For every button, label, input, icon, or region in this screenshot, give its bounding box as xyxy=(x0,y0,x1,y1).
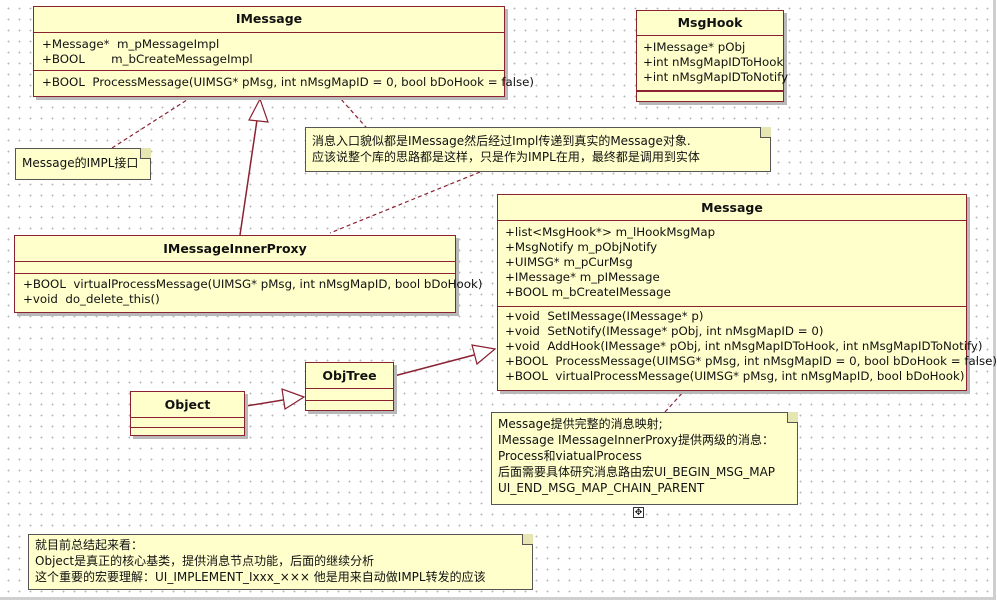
class-name: ObjTree xyxy=(306,363,393,389)
attribute: +list<MsgHook*> m_lHookMsgMap xyxy=(505,225,716,239)
operations-section xyxy=(131,428,244,435)
operation: +void do_delete_this() xyxy=(23,292,160,306)
attribute: +IMessage* pObj xyxy=(643,40,746,54)
impl-note-anchor xyxy=(111,97,191,149)
inheritance-arrowhead xyxy=(471,344,497,366)
class-name: Object xyxy=(131,392,244,418)
note-text: 后面需要具体研究消息路由宏UI_BEGIN_MSG_MAP xyxy=(498,465,776,479)
inheritance-objtree-message xyxy=(393,354,475,377)
attribute: +int nMsgMapIDToNotify xyxy=(643,70,789,84)
move-handle-icon[interactable]: ✥ xyxy=(633,507,644,518)
class-imessageinnerproxy[interactable]: IMessageInnerProxy +BOOL virtualProcessM… xyxy=(14,235,483,313)
note-text: UI_END_MSG_MAP_CHAIN_PARENT xyxy=(498,481,705,495)
note-fold xyxy=(760,127,771,138)
operations-section xyxy=(306,401,393,410)
class-name: IMessage xyxy=(34,7,504,33)
note-message-entry[interactable]: 消息入口貌似都是IMessage然后经过Impl传递到真实的Message对象.… xyxy=(305,127,771,172)
attribute: +BOOL m_bCreateMessageImpl xyxy=(42,52,253,66)
note-fold xyxy=(522,534,533,545)
inheritance-object-objtree xyxy=(245,399,284,407)
attributes-section: +Message* m_pMessageImpl +BOOL m_bCreate… xyxy=(34,33,504,71)
operation: +BOOL virtualProcessMessage(UIMSG* pMsg,… xyxy=(23,277,483,291)
operation: +BOOL ProcessMessage(UIMSG* pMsg, int nM… xyxy=(505,354,997,368)
operation: +BOOL ProcessMessage(UIMSG* pMsg, int nM… xyxy=(42,75,535,89)
message-note-anchor xyxy=(664,389,686,413)
class-msghook[interactable]: MsgHook +IMessage* pObj +int nMsgMapIDTo… xyxy=(636,10,789,102)
operations-section xyxy=(637,91,783,101)
operations-section: +BOOL ProcessMessage(UIMSG* pMsg, int nM… xyxy=(34,71,535,92)
class-message[interactable]: Message +list<MsgHook*> m_lHookMsgMap +M… xyxy=(497,194,997,391)
class-name: MsgHook xyxy=(637,11,783,36)
class-imessage[interactable]: IMessage +Message* m_pMessageImpl +BOOL … xyxy=(33,6,535,97)
class-object[interactable]: Object xyxy=(130,391,245,436)
attributes-section xyxy=(131,418,244,428)
inheritance-arrowhead xyxy=(281,388,306,410)
note-summary[interactable]: 就目前总结起来看： Object是真正的核心基类，提供消息节点功能，后面的继续分… xyxy=(28,534,533,590)
inheritance-arrowhead xyxy=(248,97,269,123)
attribute: +MsgNotify m_pObjNotify xyxy=(505,240,658,254)
attribute: +Message* m_pMessageImpl xyxy=(42,37,220,51)
attribute: +UIMSG* m_pCurMsg xyxy=(505,255,633,269)
attribute: +BOOL m_bCreateIMessage xyxy=(505,285,671,299)
note-text: 这个重要的宏要理解：UI_IMPLEMENT_Ixxx_××× 他是用来自动做I… xyxy=(35,570,486,584)
operation: +void SetIMessage(IMessage* p) xyxy=(505,309,704,323)
entry-note-anchor-bottom xyxy=(329,171,481,234)
note-text: Message的IMPL接口 xyxy=(22,156,139,170)
note-fold xyxy=(140,148,151,159)
note-text: 应该说整个库的思路都是这样，只是作为IMPL在用，最终都是调用到实体 xyxy=(312,150,700,164)
note-text: IMessage IMessageInnerProxy提供两级的消息： xyxy=(498,433,775,447)
attributes-section: +IMessage* pObj +int nMsgMapIDToHook +in… xyxy=(637,36,789,91)
class-name: IMessageInnerProxy xyxy=(15,236,455,262)
attributes-section: +list<MsgHook*> m_lHookMsgMap +MsgNotify… xyxy=(498,221,966,307)
operation: +void AddHook(IMessage* pObj, int nMsgMa… xyxy=(505,339,983,353)
note-text: Object是真正的核心基类，提供消息节点功能，后面的继续分析 xyxy=(35,554,375,568)
note-message-mapping[interactable]: Message提供完整的消息映射; IMessage IMessageInner… xyxy=(491,412,798,505)
class-name: Message xyxy=(498,195,966,221)
inheritance-proxy-imessage xyxy=(239,119,258,236)
note-text: Message提供完整的消息映射; xyxy=(498,417,663,431)
operation: +BOOL virtualProcessMessage(UIMSG* pMsg,… xyxy=(505,369,965,383)
attributes-section xyxy=(306,389,393,401)
note-text: 消息入口貌似都是IMessage然后经过Impl传递到真实的Message对象. xyxy=(312,134,691,148)
operation: +void SetNotify(IMessage* pObj, int nMsg… xyxy=(505,324,824,338)
attributes-section xyxy=(15,262,455,274)
attribute: +int nMsgMapIDToHook xyxy=(643,55,784,69)
note-impl-interface[interactable]: Message的IMPL接口 xyxy=(15,148,151,180)
note-text: Process和viatualProcess xyxy=(498,449,642,463)
note-fold xyxy=(787,412,798,423)
class-objtree[interactable]: ObjTree xyxy=(305,362,394,411)
operations-section: +void SetIMessage(IMessage* p) +void Set… xyxy=(498,307,997,386)
note-text: 就目前总结起来看： xyxy=(35,538,144,552)
attribute: +IMessage* m_pIMessage xyxy=(505,270,660,284)
operations-section: +BOOL virtualProcessMessage(UIMSG* pMsg,… xyxy=(15,274,483,309)
